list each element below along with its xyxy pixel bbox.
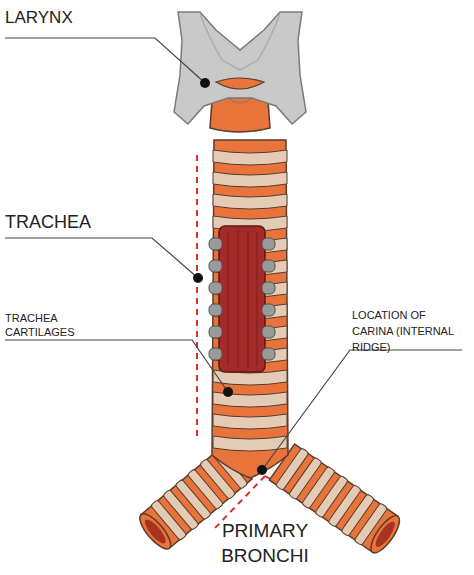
trachea-tube [213,150,287,451]
trachealis-muscle [219,226,265,372]
trachea-tube [213,436,287,451]
trachea-tube [212,140,288,478]
cartilage-end [262,326,275,338]
leader-line [5,238,198,278]
leader-dot [193,273,203,283]
leader-dot [257,465,267,475]
right-bronchus [366,512,404,557]
leader-line [5,38,205,83]
cartilage-end [209,282,222,294]
larynx [174,12,306,124]
part-label: PRIMARY BRONCHI [205,518,325,568]
cartilage-end [262,238,275,250]
larynx [228,98,252,103]
trachealis-muscle [248,230,249,368]
trachea-tube [213,414,287,429]
part-label: TRACHEA CARTILAGES [5,311,85,339]
leader-line [5,38,462,470]
leader-line [262,350,462,470]
cartilage-end [209,238,275,360]
part-label: TRACHEA [5,212,165,233]
cartilage-end [262,348,275,360]
cartilage-end [209,304,222,316]
cartilage-end [262,304,275,316]
left-bronchus [135,509,176,553]
leader-dot [200,78,210,88]
cartilage-end [209,326,222,338]
trachea-tube [213,172,287,187]
trachealis-muscle [228,232,229,366]
trachealis-muscle [257,232,258,366]
trachealis-muscle [228,230,257,368]
cartilage-end [262,282,275,294]
cartilage-end [209,260,222,272]
cartilage-end [209,238,222,250]
part-label: LARYNX [5,8,165,28]
trachea-tube [213,150,287,165]
leader-line [5,340,228,392]
trachea-tube [213,194,287,209]
right-bronchus [373,519,398,549]
larynx [216,78,264,89]
guide-line [196,155,198,440]
trachea-tube [212,140,288,478]
larynx [200,14,280,70]
trachealis-muscle [219,226,265,372]
leader-dot [193,78,267,475]
left-bronchus [142,517,169,546]
larynx [174,12,306,132]
part-label: LOCATION OF CARINA (INTERNAL RIDGE) [352,307,464,355]
cartilage-end [209,348,222,360]
leader-dot [223,387,233,397]
cartilage-end [262,260,275,272]
trachealis-muscle [238,230,239,368]
